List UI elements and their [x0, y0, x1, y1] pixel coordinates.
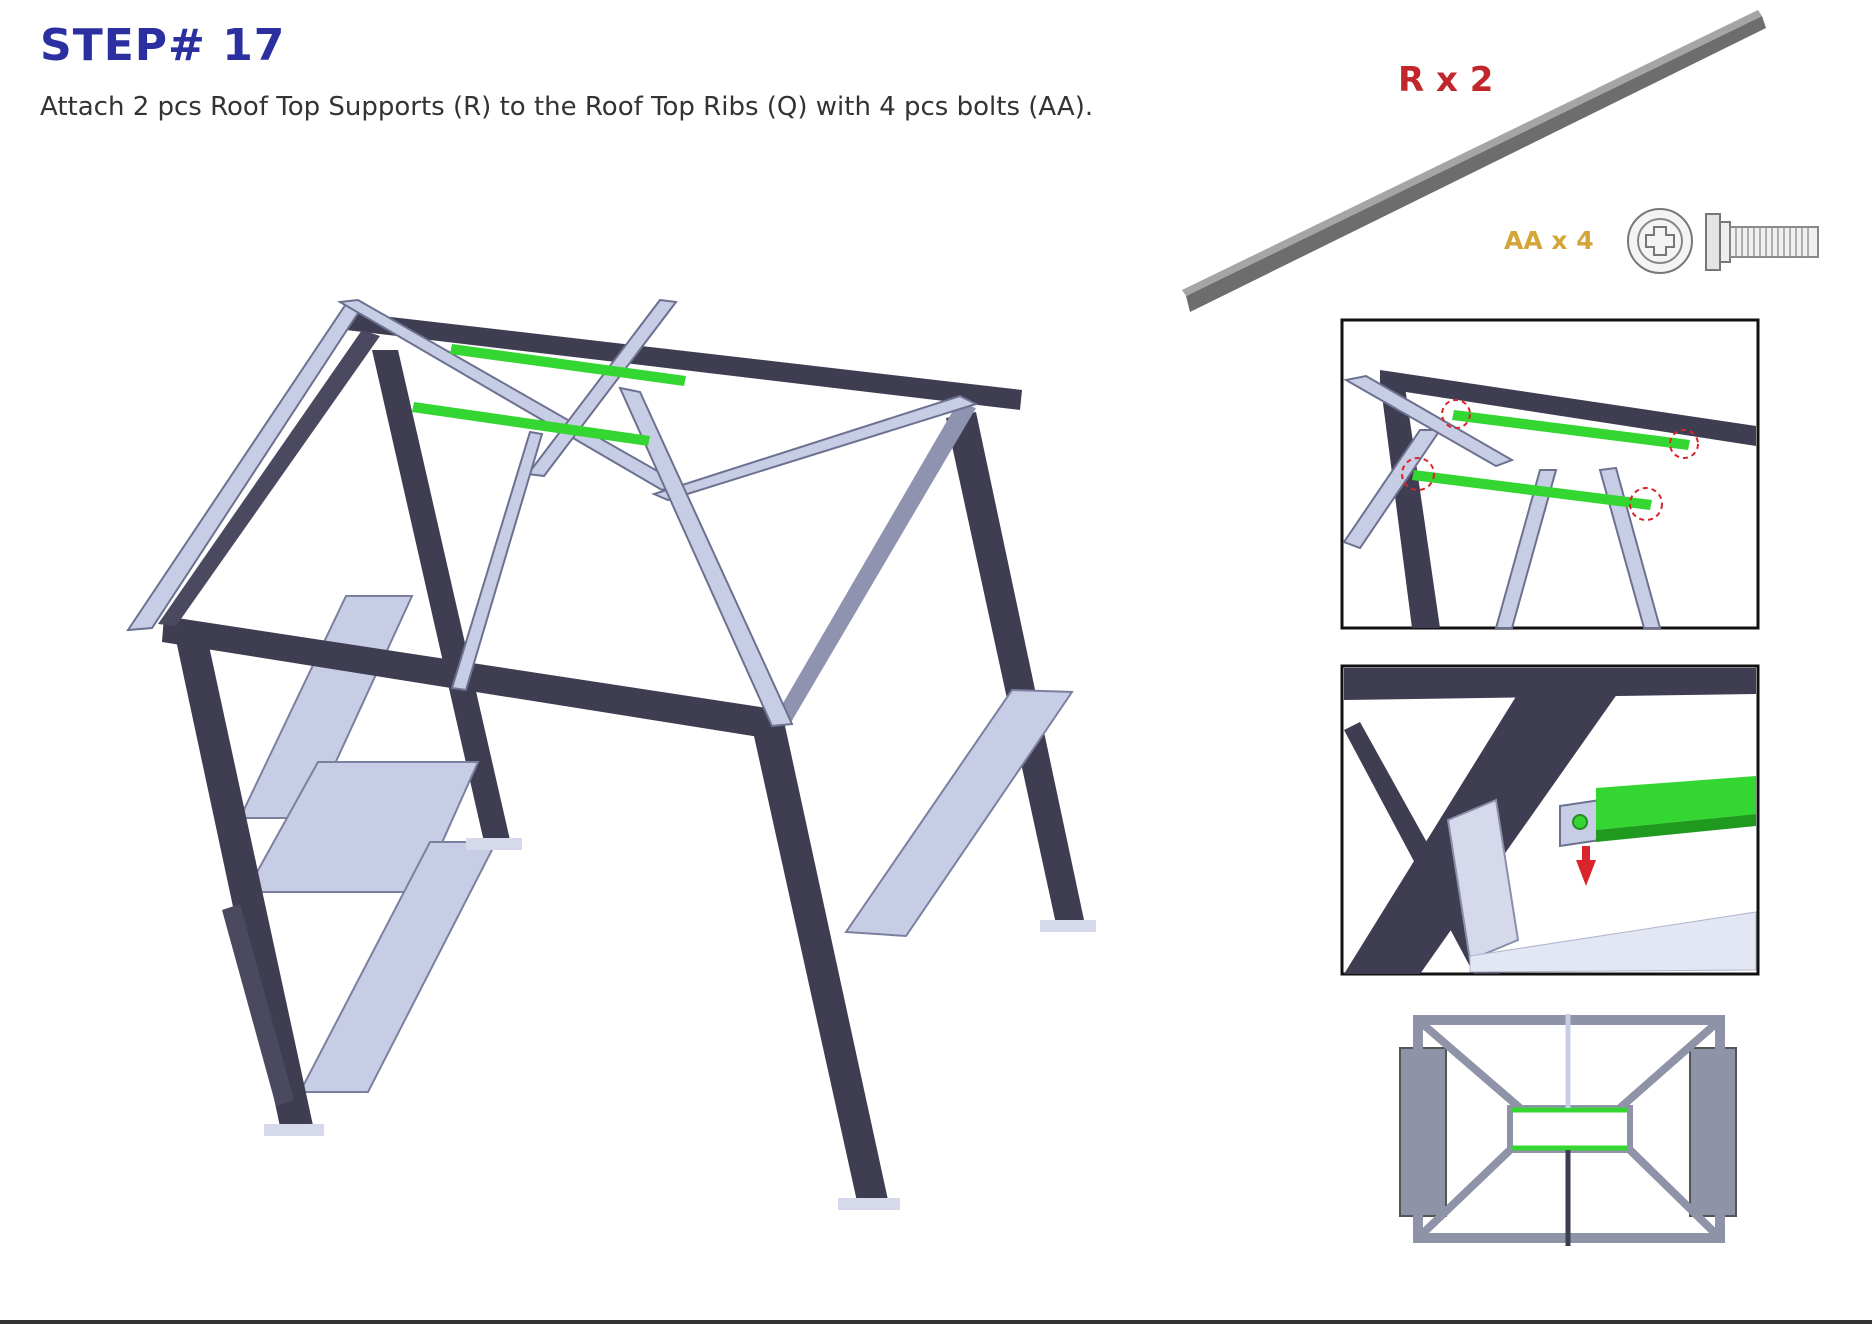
page-bottom-rule	[0, 1320, 1872, 1324]
bolt-hole-detail-icon	[1342, 666, 1758, 974]
gazebo-frame-icon	[128, 300, 1096, 1210]
top-view-icon	[1400, 1014, 1736, 1246]
bolt-head-icon	[1628, 209, 1692, 273]
detail-zoom-icon	[1342, 320, 1758, 628]
bolt-side-icon	[1706, 214, 1818, 270]
